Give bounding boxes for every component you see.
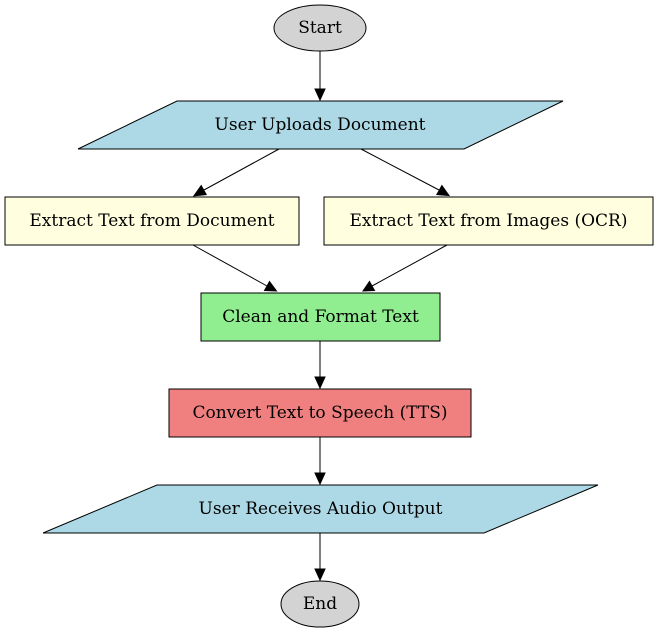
end-label: End (303, 594, 337, 614)
node-extract-text-from-document: Extract Text from Document (4, 196, 300, 246)
extract-ocr-label: Extract Text from Images (OCR) (350, 211, 628, 231)
start-label: Start (298, 18, 342, 38)
edge-upload-to-extract-ocr (360, 148, 451, 197)
node-user-receives-audio-output: User Receives Audio Output (42, 484, 599, 534)
upload-parallelogram (77, 100, 564, 150)
node-start: Start (273, 4, 367, 52)
edge-extract-ocr-to-clean (362, 244, 448, 292)
clean-box (200, 292, 441, 342)
extract-ocr-box (323, 196, 654, 246)
end-ellipse (280, 580, 360, 628)
start-ellipse (273, 4, 367, 52)
edge-upload-to-extract-document (192, 148, 280, 197)
edges (192, 51, 451, 582)
edge-extract-document-to-clean (192, 244, 278, 292)
edge-start-to-upload (314, 51, 326, 102)
tts-box (168, 388, 472, 438)
node-extract-text-from-images: Extract Text from Images (OCR) (323, 196, 654, 246)
node-clean-and-format-text: Clean and Format Text (200, 292, 441, 342)
receive-label: User Receives Audio Output (199, 499, 443, 519)
receive-parallelogram (42, 484, 599, 534)
node-user-uploads-document: User Uploads Document (77, 100, 564, 150)
extract-document-box (4, 196, 300, 246)
node-convert-text-to-speech: Convert Text to Speech (TTS) (168, 388, 472, 438)
node-end: End (280, 580, 360, 628)
tts-label: Convert Text to Speech (TTS) (192, 403, 447, 423)
extract-document-label: Extract Text from Document (29, 211, 274, 231)
clean-label: Clean and Format Text (222, 307, 419, 327)
edge-tts-to-receive (314, 437, 326, 486)
edge-clean-to-tts (314, 341, 326, 390)
edge-receive-to-end (314, 533, 326, 582)
upload-label: User Uploads Document (215, 115, 426, 135)
